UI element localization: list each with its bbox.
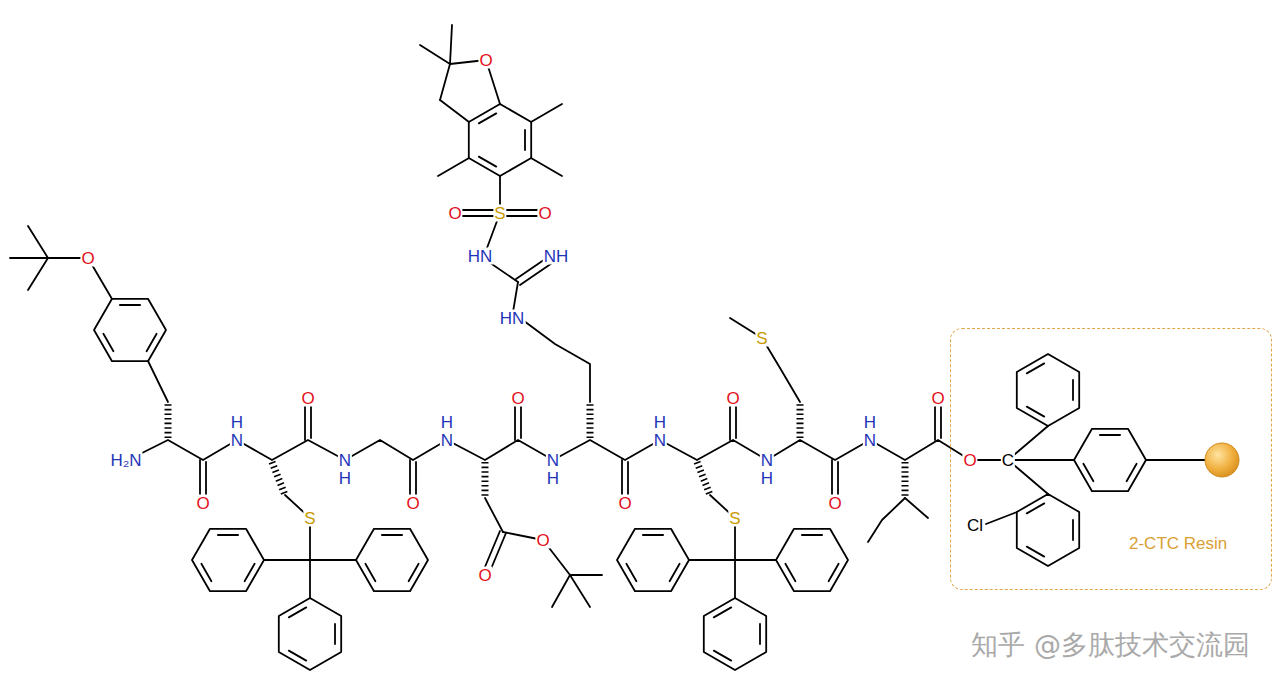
atom-label: HN [467,248,494,265]
atom-label: O [195,495,210,512]
atom-label: O [300,390,315,407]
atom-label: O [80,250,95,267]
atom-label: H [440,414,454,431]
watermark: 知乎 @多肽技术交流园 [971,630,1250,660]
atom-label: O [962,452,977,469]
atom-label: O [535,532,550,549]
atom-label: O [478,52,493,69]
atom-label: S [755,330,768,347]
atom-label: H [760,470,774,487]
atom-label: H₂N [109,452,142,469]
atom-label: O [537,205,552,222]
atom-label: H [338,470,352,487]
atom-label: N [338,452,352,469]
resin-region: 2-CTC Resin [950,328,1272,590]
atom-label: O [510,390,525,407]
atom-label: C [1001,452,1015,469]
atom-label: O [405,495,420,512]
atom-label: O [477,567,492,584]
atom-label: N [863,432,877,449]
atom-label: N [230,432,244,449]
atom-label: N [440,432,454,449]
atom-label: S [303,510,316,527]
atom-label: H [863,414,877,431]
atom-label: O [617,495,632,512]
resin-label: 2-CTC Resin [1129,535,1227,554]
atom-label: H [653,414,667,431]
atom-label: N [653,432,667,449]
atom-label: S [728,510,741,527]
atom-label: O [447,205,462,222]
atom-label: HN [499,310,526,327]
atom-label: O [725,390,740,407]
atom-label: NH [543,248,570,265]
atom-label: S [493,205,506,222]
atom-label: H [546,470,560,487]
atom-label: N [546,452,560,469]
atom-label: O [827,495,842,512]
atom-label: Cl [966,517,984,534]
atom-label: N [760,452,774,469]
atom-label: H [230,414,244,431]
atom-label: O [930,390,945,407]
